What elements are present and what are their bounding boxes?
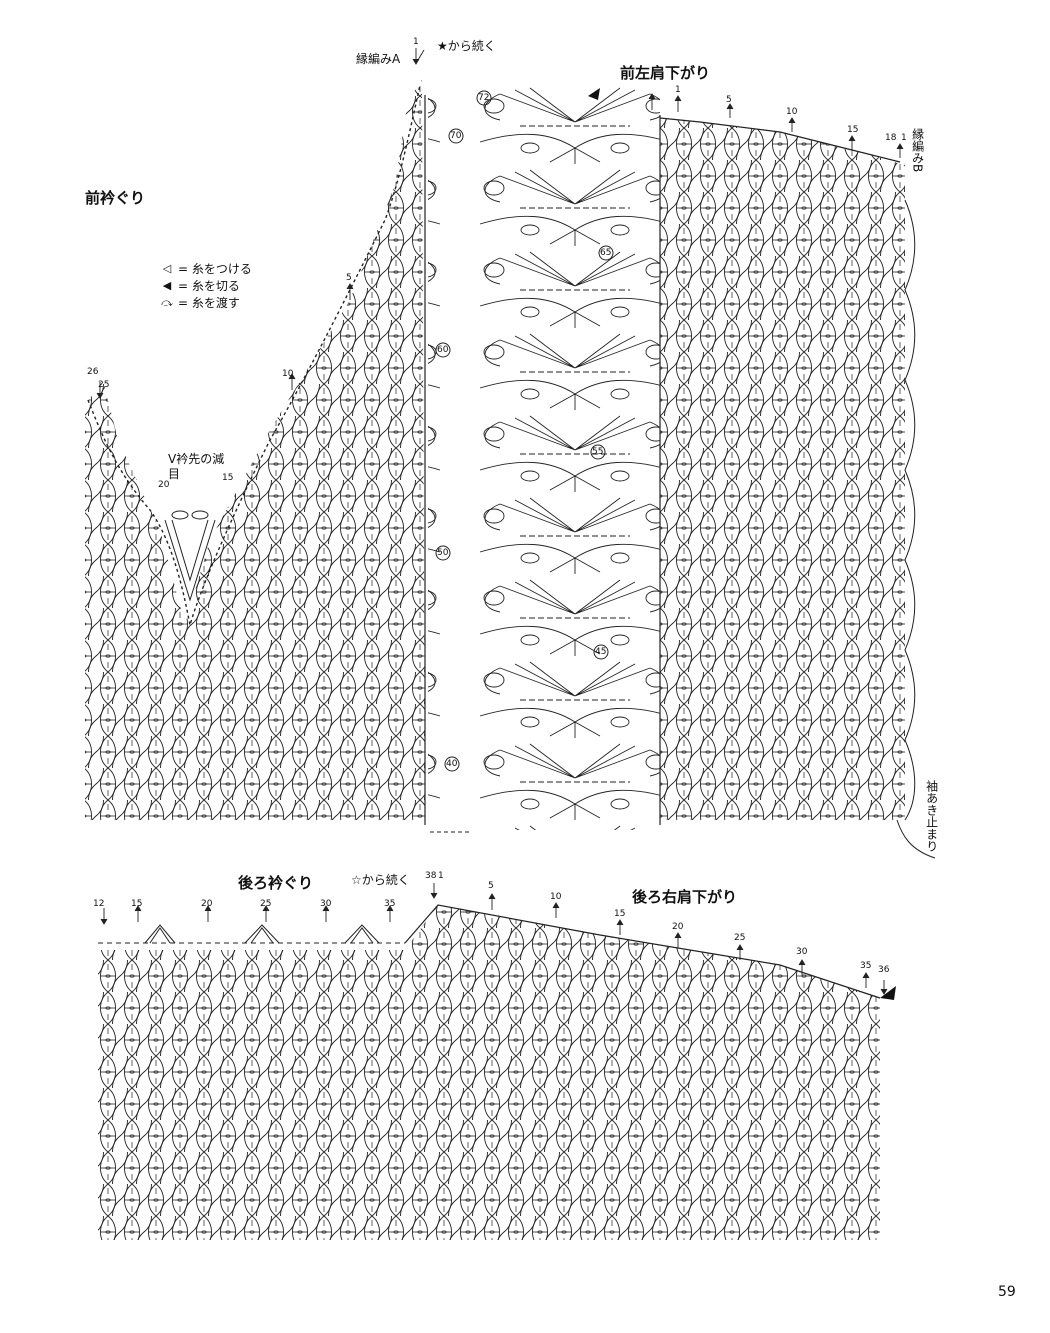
back-row-number: 36 [878, 965, 890, 975]
continue-white-star-label: ☆から続く [351, 873, 410, 887]
back-neckline-title: 後ろ衿ぐり [238, 874, 314, 892]
legend-text: = 糸をつける [178, 262, 252, 276]
back-mesh-body [98, 905, 880, 1240]
front-row-number: 20 [158, 480, 170, 490]
sleeve-opening-pointer [896, 819, 936, 859]
front-row-number: 10 [282, 369, 294, 379]
back-row-number: 1 [438, 871, 444, 881]
back-row-number: 38 [425, 871, 437, 881]
back-row-number: 25 [734, 933, 746, 943]
back-row-number: 12 [93, 899, 105, 909]
legend-text: = 糸を切る [178, 279, 240, 293]
front-row-number: 15 [847, 125, 859, 135]
front-row-number: 10 [786, 107, 798, 117]
circled-row-markers [435, 90, 614, 772]
circled-row-55: 55 [592, 447, 604, 457]
back-neck-fans [144, 924, 380, 944]
cut-yarn-marker-back [880, 986, 896, 1000]
back-row-number: 25 [260, 899, 272, 909]
cut-yarn-marker-front [588, 88, 600, 100]
page-number: 59 [998, 1284, 1016, 1300]
front-row-number: 26 [87, 367, 99, 377]
front-left-shoulder-title: 前左肩下がり [620, 64, 711, 82]
legend-attach-yarn: ◁ = 糸をつける [160, 260, 252, 277]
circled-row-45: 45 [595, 647, 607, 657]
front-row-number: 18 [885, 133, 897, 143]
back-row-number: 5 [488, 881, 494, 891]
front-row-number: 1 [901, 133, 907, 143]
circled-row-50: 50 [437, 548, 449, 558]
circled-row-65: 65 [600, 248, 612, 258]
front-mesh-body [85, 80, 425, 820]
legend-cut-yarn: ◀ = 糸を切る [160, 277, 240, 294]
edging-b-scallops [904, 199, 916, 821]
front-right-mesh-body [660, 118, 905, 820]
v-neck-decrease-marks [164, 510, 216, 602]
cut-yarn-icon: ◀ [162, 279, 172, 292]
back-row-number: 35 [860, 961, 872, 971]
back-row-number: 30 [796, 947, 808, 957]
edging-a-label: 縁編みA [356, 52, 401, 66]
attach-yarn-icon: ◁ [162, 262, 172, 275]
carry-yarn-icon: ⤼ [161, 295, 173, 309]
front-row-number: 5 [726, 95, 732, 105]
continue-black-star-label: ★から続く [437, 39, 496, 53]
v-neck-decrease-label: V衿先の減目 [168, 452, 225, 481]
front-row-number: 1 [675, 85, 681, 95]
front-row-number: 1 [413, 37, 419, 47]
circled-row-70: 70 [450, 131, 462, 141]
back-row-number: 20 [672, 922, 684, 932]
back-row-number: 20 [201, 899, 213, 909]
back-row-number: 35 [384, 899, 396, 909]
front-shoulder-slope [659, 117, 901, 163]
back-row-number: 30 [320, 899, 332, 909]
legend-carry-yarn: ⤼ = 糸を渡す [160, 294, 240, 311]
back-row-number: 10 [550, 892, 562, 902]
front-row-number: 25 [98, 380, 110, 390]
legend-text: = 糸を渡す [178, 296, 240, 310]
edging-b-label: 縁編みB [910, 128, 925, 173]
front-row-number: 15 [222, 473, 234, 483]
back-shoulder-slope [404, 904, 881, 999]
front-neckline-title: 前衿ぐり [85, 189, 146, 207]
sleeve-opening-end-label: 袖あき止まり [924, 780, 939, 852]
back-right-shoulder-title: 後ろ右肩下がり [632, 888, 738, 906]
circled-row-40: 40 [446, 759, 458, 769]
row-arrows [96, 48, 904, 995]
back-row-number: 15 [614, 909, 626, 919]
center-lace-panel [428, 85, 660, 830]
front-row-number: 5 [346, 273, 352, 283]
circled-row-72: 72 [478, 93, 490, 103]
back-row-number: 15 [131, 899, 143, 909]
circled-row-60: 60 [437, 345, 449, 355]
